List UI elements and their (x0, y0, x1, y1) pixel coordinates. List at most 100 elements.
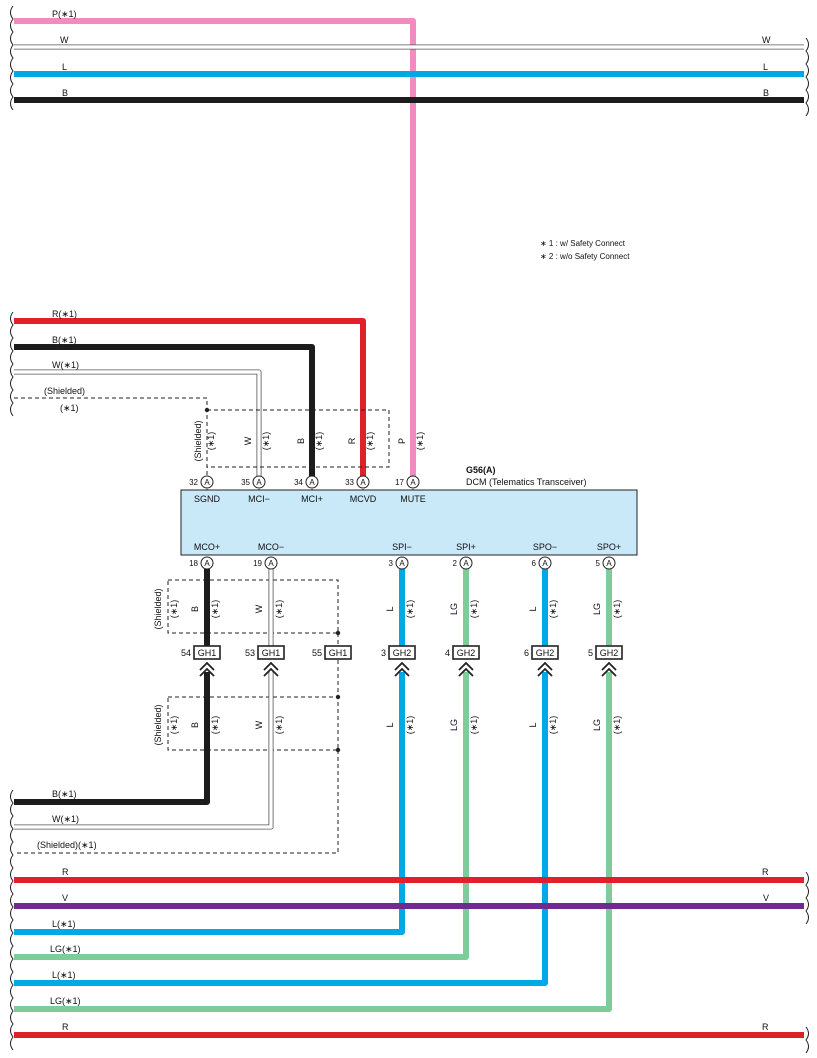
vertical-wire-note: (∗1) (274, 600, 284, 619)
vertical-wire-color: R (347, 437, 357, 444)
component-name: DCM (Telematics Transceiver) (466, 477, 587, 487)
junction-connector-box (257, 645, 285, 660)
bottom-bus-label-l2: L(∗1) (52, 970, 76, 980)
vertical-wire-color: P (397, 438, 407, 444)
pin-number: 6 (532, 559, 537, 568)
pin-name: SPI+ (456, 542, 476, 552)
junction-connector-number: 4 (445, 648, 450, 658)
mid-label-shielded: (Shielded) (44, 386, 85, 396)
pin-name: SPO+ (597, 542, 621, 552)
top-bus-label-p: P(∗1) (52, 9, 77, 19)
break-mark-right (805, 37, 809, 117)
vertical-wire-color: (Shielded) (153, 588, 163, 629)
vertical-wire-note: (∗1) (274, 716, 284, 735)
bottom-bus-label-r1: R (62, 867, 69, 877)
wire-b-mid (14, 344, 315, 481)
dcm-box (180, 489, 638, 556)
junction-connector-id: GH1 (262, 648, 281, 658)
connector-letter: A (268, 559, 274, 568)
junction-connector-id: GH1 (329, 648, 348, 658)
mid-label-w: W(∗1) (52, 360, 79, 370)
wire-break-marks (10, 5, 809, 1054)
connector-pin-circle (356, 475, 370, 489)
bottom-bus-label-lg1: LG(∗1) (50, 944, 81, 954)
pin-number: 33 (345, 478, 354, 487)
bottom-bus-right-label-r2: R (762, 1022, 769, 1032)
wire-shield-bottom (14, 750, 339, 854)
pin-name: MCO− (258, 542, 284, 552)
wire-w-col-lower (14, 672, 273, 829)
bottom-label-w: W(∗1) (52, 814, 79, 824)
connector-chevron-icon (537, 661, 553, 677)
note-2: ∗ 2 : w/o Safety Connect (540, 252, 630, 261)
connector-pin-circle (252, 475, 266, 489)
vertical-wire-note: (∗1) (261, 432, 271, 451)
mid-label-b: B(∗1) (52, 335, 77, 345)
vertical-wire-color: LG (449, 719, 459, 731)
wire-l-spi-lower (14, 672, 405, 935)
junction-connector-box (193, 645, 221, 660)
vertical-wire-color: W (254, 720, 264, 729)
vertical-wire-note: (∗1) (405, 600, 415, 619)
shield-dot-2 (335, 694, 341, 700)
vertical-wire-note: (∗1) (169, 716, 179, 735)
vertical-wire-color: W (243, 436, 253, 445)
vertical-wire-color: W (254, 604, 264, 613)
bottom-bus-right-label-v: V (763, 893, 769, 903)
vertical-wire-note: (∗1) (405, 716, 415, 735)
vertical-wire-note: (∗1) (612, 600, 622, 619)
pin-number: 17 (395, 478, 404, 487)
bottom-label-shielded: (Shielded)(∗1) (37, 840, 97, 850)
top-bus-right-label-l: L (763, 62, 768, 72)
junction-connector-box (531, 645, 559, 660)
connector-letter: A (360, 478, 366, 487)
wire-shield-mid (14, 397, 208, 481)
connector-pin-circle (264, 556, 278, 570)
vertical-wire-note: (∗1) (206, 432, 216, 451)
vertical-wire-note: (∗1) (314, 432, 324, 451)
junction-connector-id: GH2 (457, 648, 476, 658)
connector-letter: A (309, 478, 315, 487)
shield-box-upper (206, 409, 390, 468)
note-1: ∗ 1 : w/ Safety Connect (540, 239, 626, 248)
connector-chevron-icon (263, 661, 279, 677)
connector-pin-circle (395, 556, 409, 570)
vertical-wire-color: L (528, 606, 538, 611)
break-mark-left (10, 789, 14, 1051)
shield-box-lower-upper (167, 579, 339, 634)
junction-connector-box (324, 645, 352, 660)
top-bus-label-b: B (62, 88, 68, 98)
top-bus-right-label-b: B (763, 88, 769, 98)
pin-name: SPI− (392, 542, 412, 552)
wire-p-top (14, 18, 416, 481)
break-mark-left (10, 311, 14, 417)
wire-lg-spo-lower (14, 672, 612, 1012)
connector-chevron-icon (199, 661, 215, 677)
connector-letter: A (606, 559, 612, 568)
lower-wires: B(∗1) W(∗1) (Shielded)(∗1) R V L(∗1) LG(… (14, 569, 804, 1038)
mid-label-r: R(∗1) (52, 309, 77, 319)
vertical-wire-note: (∗1) (365, 432, 375, 451)
wire-r-mid (14, 318, 366, 481)
vertical-wire-note: (∗1) (548, 716, 558, 735)
vertical-wire-note: (∗1) (612, 716, 622, 735)
vertical-wire-color: B (190, 722, 200, 728)
top-bus: P(∗1) W L B W L B (14, 9, 804, 481)
connector-letter: A (399, 559, 405, 568)
vertical-wire-color: L (528, 722, 538, 727)
vertical-wire-color: (Shielded) (153, 704, 163, 745)
pin-number: 2 (453, 559, 458, 568)
connector-letter: A (204, 559, 210, 568)
break-mark-right (805, 1026, 809, 1054)
bottom-bus-label-l1: L(∗1) (52, 919, 76, 929)
junction-connector-id: GH2 (536, 648, 555, 658)
pin-number: 34 (294, 478, 303, 487)
junction-connector-box (388, 645, 416, 660)
pin-number: 18 (189, 559, 198, 568)
bottom-label-b: B(∗1) (52, 789, 77, 799)
junction-connector-number: 5 (588, 648, 593, 658)
